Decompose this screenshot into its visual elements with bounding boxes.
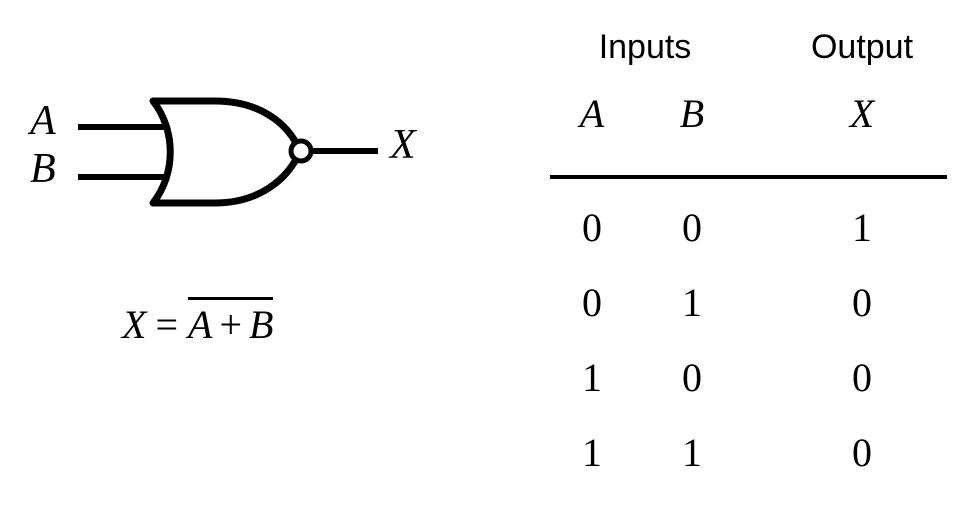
gate-diagram-panel: A B X X = A+B [0,0,470,505]
table-cell-r1-b: 1 [682,280,702,325]
equation-or-operator: + [219,302,242,347]
table-column-header-b: B [679,91,705,136]
inversion-bubble-icon [288,138,314,164]
table-cell-r0-a: 0 [582,205,602,250]
equation-operand-b: B [249,302,274,347]
table-group-header-inputs: Inputs [598,28,692,66]
input-b-label: B [30,146,56,192]
boolean-equation: X = A+B [122,297,274,347]
nor-gate-schematic [78,97,378,207]
table-cell-r0-x: 1 [852,205,872,250]
table-cell-r1-x: 0 [852,280,872,325]
table-column-header-a: A [579,91,605,136]
equation-operand-a: A [188,302,213,347]
table-cell-r3-b: 1 [682,430,702,475]
table-header-rule [550,175,947,179]
table-column-header-x: X [849,91,875,136]
table-cell-r3-a: 1 [582,430,602,475]
table-cell-r2-a: 1 [582,355,602,400]
table-group-header-output: Output [810,28,914,66]
output-x-label: X [390,122,416,168]
input-a-label: A [30,98,56,144]
table-cell-r3-x: 0 [852,430,872,475]
equation-overbar-group: A+B [188,297,274,347]
table-cell-r1-a: 0 [582,280,602,325]
equation-lhs: X [122,302,147,347]
or-gate-body [149,97,304,207]
table-cell-r2-b: 0 [682,355,702,400]
table-cell-r2-x: 0 [852,355,872,400]
truth-table-panel: Inputs Output A B X 0 0 1 0 1 0 1 0 0 1 … [470,0,960,505]
table-cell-r0-b: 0 [682,205,702,250]
equation-equals-sign: = [155,302,178,347]
